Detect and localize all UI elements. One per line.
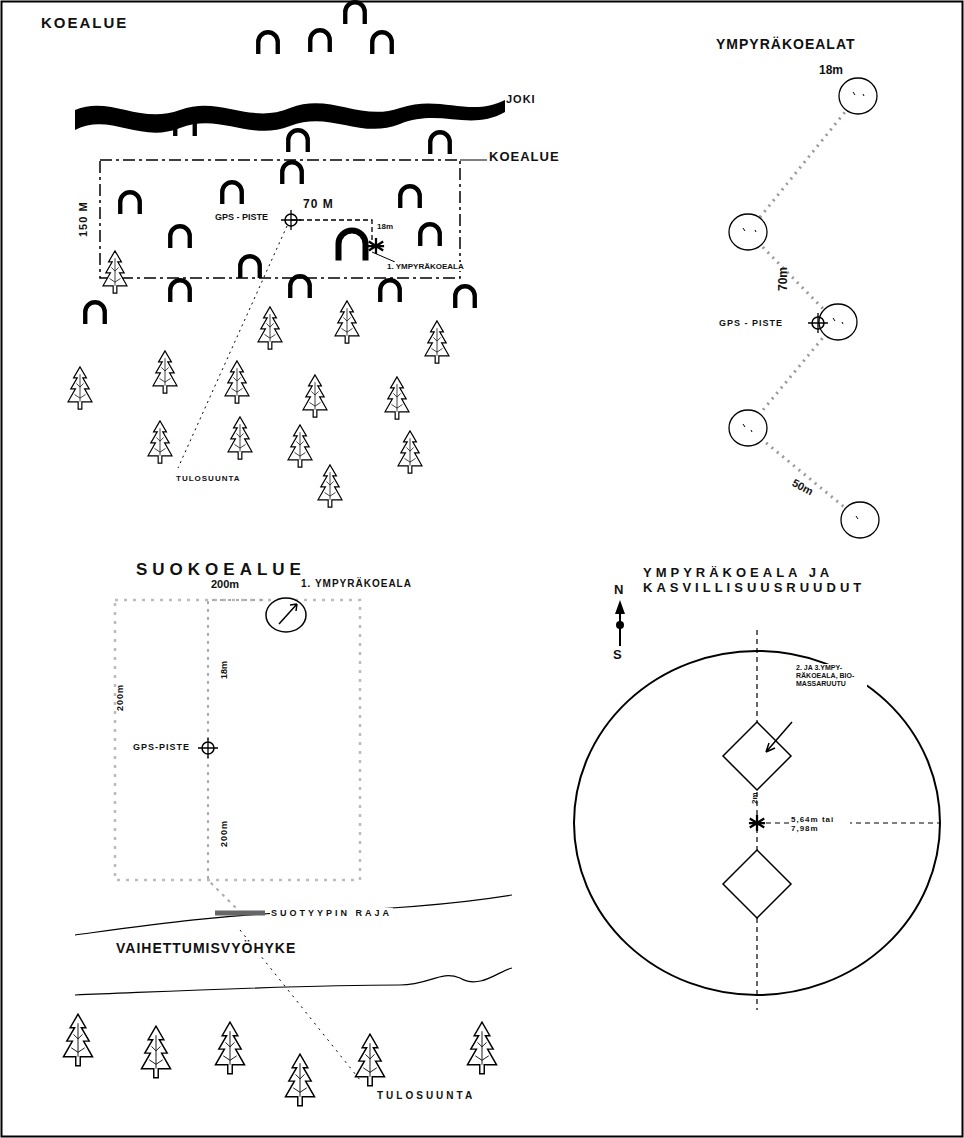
label: GPS-PISTE: [132, 742, 191, 752]
label: 2. JA 3.YMPY- RÄKOEALA, BIO- MASSARUUTU: [795, 664, 867, 688]
label: GPS - PISTE: [214, 212, 269, 222]
label: 18m: [818, 64, 844, 78]
label: GPS - PISTE: [718, 318, 784, 328]
label: N: [613, 583, 624, 598]
label: 150 M: [77, 200, 90, 238]
label: 2m: [750, 791, 759, 805]
label: SUOTYYPIN RAJA: [270, 908, 393, 918]
label: 200m: [219, 819, 229, 848]
label: VAIHETTUMISVYÖHYKE: [115, 940, 297, 956]
label: YMPYRÄKOEALAT: [715, 36, 857, 52]
label: 70m: [777, 266, 791, 292]
label: TULOSUUNTA: [376, 1090, 476, 1102]
label: 70 M: [302, 198, 335, 212]
label: 1. YMPYRÄKOEALA: [386, 262, 465, 271]
label: S: [612, 648, 623, 663]
label: KOEALUE: [40, 14, 129, 31]
label: YMPYRÄKOEALA JA KASVILLISUUSRUUDUT: [642, 566, 884, 596]
label: 200m: [210, 578, 240, 591]
label: KOEALUE: [488, 150, 561, 165]
label: 1. YMPYRÄKOEALA: [300, 578, 413, 590]
label: TULOSUUNTA: [175, 474, 242, 483]
label: 50m: [789, 476, 816, 498]
label: JOKI: [505, 93, 537, 106]
label: 5,64m tai 7,98m: [790, 815, 850, 833]
label: 200m: [115, 683, 125, 712]
label: 18m: [219, 660, 229, 680]
label: SUOKOEALUE: [135, 560, 307, 580]
label: 18m: [376, 222, 394, 231]
